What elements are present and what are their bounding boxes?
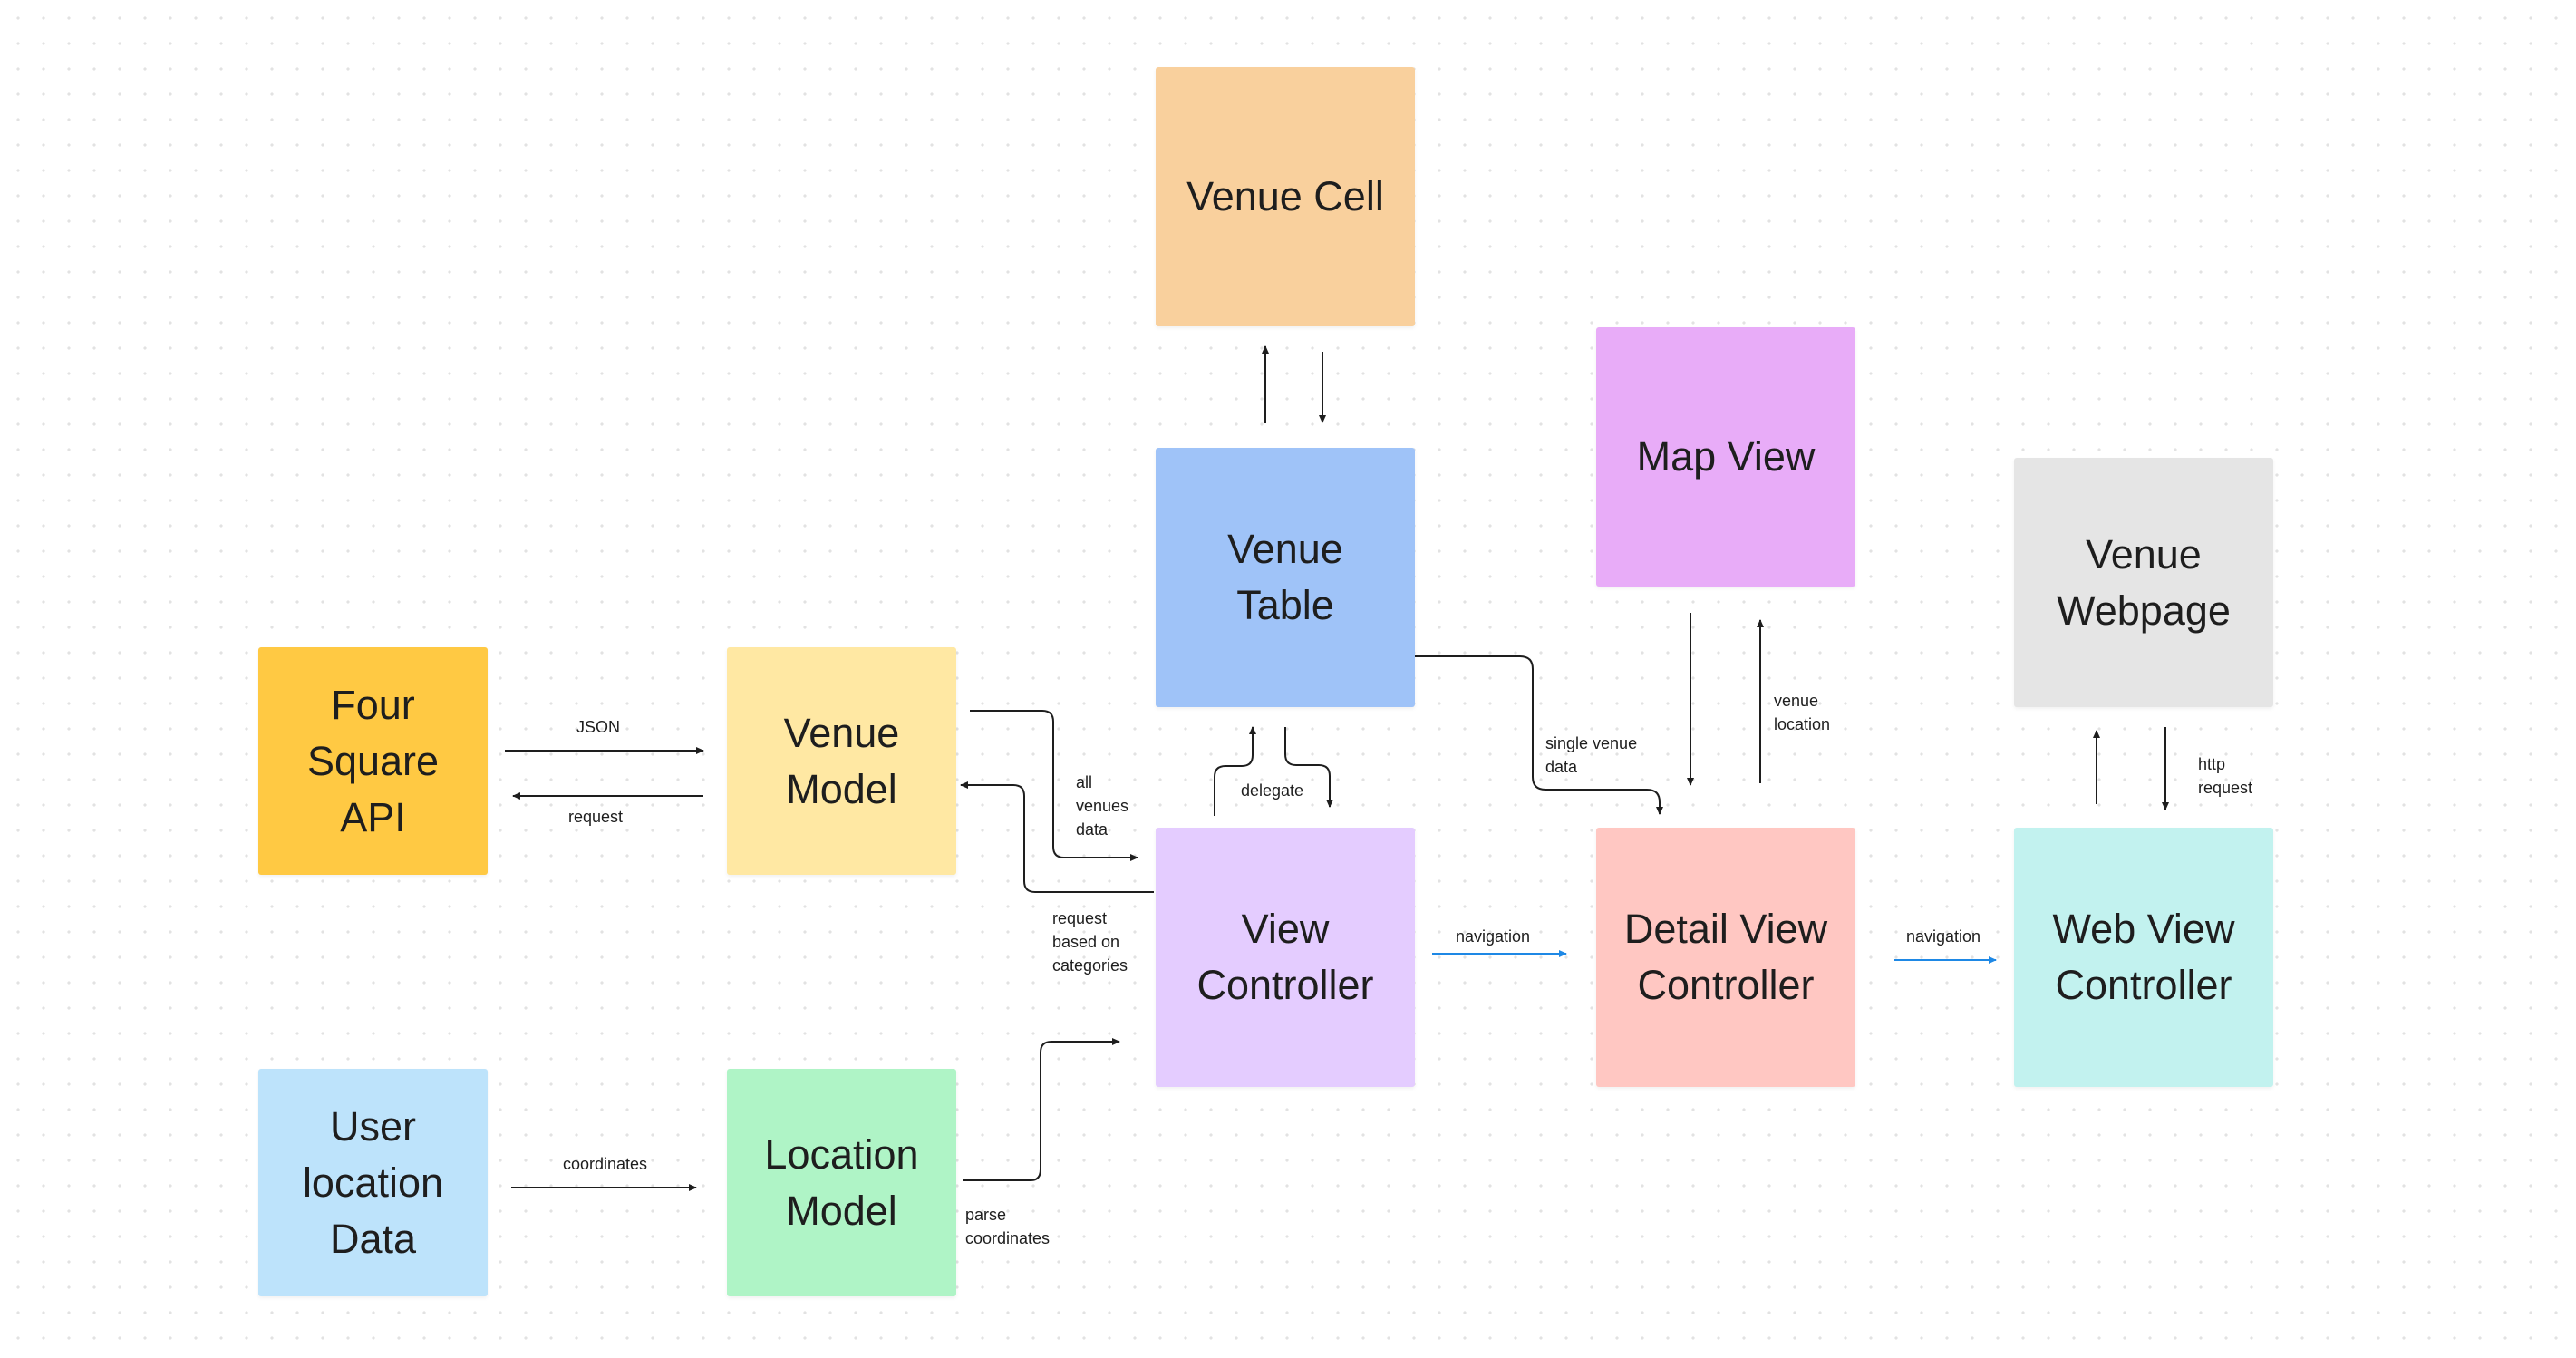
request-based-on-categories-label: request based on categories <box>1052 909 1128 975</box>
user-location-data-node[interactable]: User location Data <box>258 1069 488 1296</box>
view-controller-label: View Controller <box>1196 906 1374 1008</box>
venue-location-label: venue location <box>1774 692 1831 733</box>
parse-coordinates-label: parse coordinates <box>965 1206 1051 1247</box>
venue-webpage-node[interactable]: Venue Webpage <box>2014 458 2273 707</box>
coordinates-label: coordinates <box>563 1155 648 1173</box>
location-model-node[interactable]: Location Model <box>727 1069 956 1296</box>
venue-cell-node[interactable]: Venue Cell <box>1156 67 1415 326</box>
venue-table-label: Venue Table <box>1227 526 1343 628</box>
venue-cell-label: Venue Cell <box>1186 173 1384 219</box>
venue-model-label: Venue Model <box>783 709 900 812</box>
detail-view-controller-label: Detail View Controller <box>1623 906 1828 1008</box>
all-venues-data-label: all venues data <box>1076 773 1129 839</box>
navigation-label-1: navigation <box>1456 927 1531 946</box>
map-view-label: Map View <box>1636 433 1816 480</box>
http-request-label: http request <box>2198 755 2253 797</box>
web-view-controller-label: Web View Controller <box>2052 906 2235 1008</box>
venue-model-node[interactable]: Venue Model <box>727 647 956 875</box>
location-model-label: Location Model <box>764 1130 919 1234</box>
four-square-api-node[interactable]: Four Square API <box>258 647 488 875</box>
map-view-node[interactable]: Map View <box>1596 327 1855 587</box>
view-controller-node[interactable]: View Controller <box>1156 828 1415 1087</box>
parse-coordinates-arrow <box>963 1038 1120 1181</box>
delegate-label: delegate <box>1241 781 1304 800</box>
detail-view-controller-node[interactable]: Detail View Controller <box>1596 828 1855 1087</box>
request-label: request <box>568 808 624 826</box>
single-venue-data-label: single venue data <box>1545 734 1638 776</box>
delegate-up-arrow <box>1214 726 1256 816</box>
four-square-api-label: Four Square API <box>306 681 440 840</box>
json-label: JSON <box>576 718 621 736</box>
user-location-data-label: User location Data <box>302 1102 444 1262</box>
venue-webpage-label: Venue Webpage <box>2057 530 2231 634</box>
web-view-controller-node[interactable]: Web View Controller <box>2014 828 2273 1087</box>
navigation-label-2: navigation <box>1906 927 1981 946</box>
venue-table-node[interactable]: Venue Table <box>1156 448 1415 707</box>
